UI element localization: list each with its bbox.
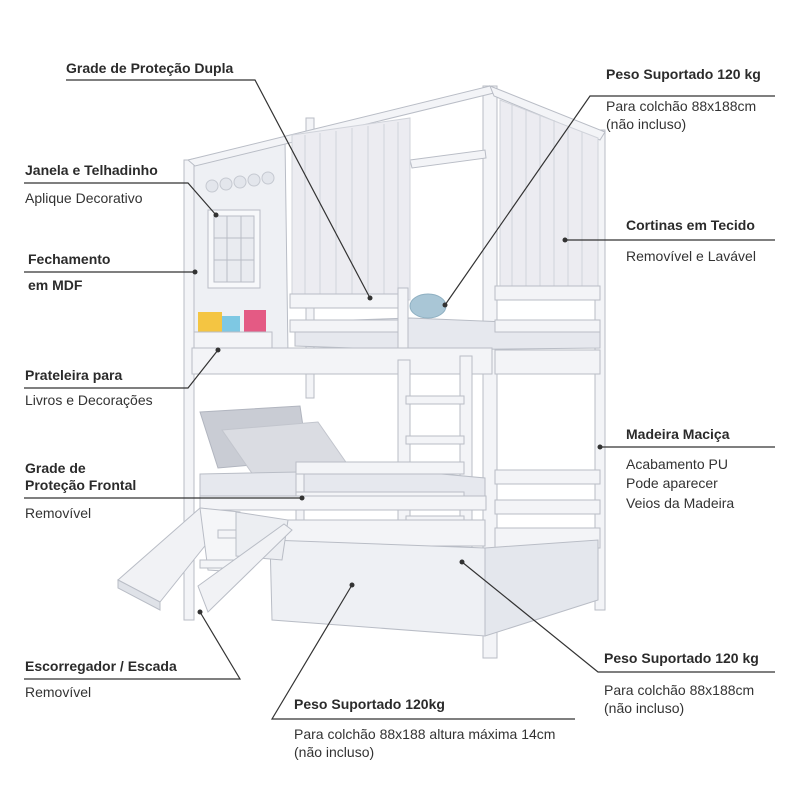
decorative-window [207, 209, 261, 289]
callout-grade-frontal-subtitle: Removível [25, 505, 92, 521]
callout-janela-title: Janela e Telhadinho [25, 162, 158, 178]
callout-janela-subtitle: Aplique Decorativo [25, 190, 143, 206]
leader-peso-baixo [461, 561, 775, 673]
callout-madeira-title: Madeira Maciça [626, 426, 730, 442]
callout-peso-topo-line2: (não incluso) [606, 116, 687, 132]
callout-madeira-line2: Pode aparecer [626, 475, 718, 491]
callout-cortinas-title: Cortinas em Tecido [626, 217, 755, 233]
callout-madeira-line3: Veios da Madeira [626, 495, 735, 511]
leader-peso-auxiliar [270, 584, 575, 720]
curtain-right [499, 99, 599, 299]
callout-grade-frontal-title2: Proteção Frontal [25, 477, 137, 493]
callout-peso-baixo-title: Peso Suportado 120 kg [604, 650, 759, 666]
callout-peso-baixo-line1: Para colchão 88x188cm [604, 682, 755, 698]
callout-peso-topo-title: Peso Suportado 120 kg [606, 66, 761, 82]
callout-escorregador-subtitle: Removível [25, 684, 92, 700]
callout-grade-dupla-title: Grade de Proteção Dupla [66, 60, 234, 76]
callout-fechamento-title1: Fechamento [28, 251, 111, 267]
leader-grade-dupla [66, 79, 371, 299]
callout-escorregador-title: Escorregador / Escada [25, 658, 177, 674]
callout-fechamento-title2: em MDF [28, 277, 83, 293]
upper-guard-rail [191, 285, 601, 379]
leader-peso-topo [444, 95, 775, 306]
callout-grade-frontal-title1: Grade de [25, 460, 86, 476]
callout-peso-auxiliar-line2: (não incluso) [294, 744, 375, 760]
leader-prateleira [24, 349, 219, 389]
callout-peso-auxiliar-line1: Para colchão 88x188 altura máxima 14cm [294, 726, 556, 742]
curtain-left [291, 117, 411, 301]
callout-cortinas-subtitle: Removível e Lavável [626, 248, 756, 264]
callout-peso-baixo-line2: (não incluso) [604, 700, 685, 716]
slide [117, 507, 293, 613]
callout-peso-topo-line1: Para colchão 88x188cm [606, 98, 757, 114]
callout-peso-auxiliar-title: Peso Suportado 120kg [294, 696, 445, 712]
roof-scallops [205, 171, 275, 193]
leader-escorregador [24, 611, 242, 680]
callout-prateleira-title: Prateleira para [25, 367, 123, 383]
callout-madeira-line1: Acabamento PU [626, 456, 728, 472]
leader-janela [24, 182, 217, 216]
callout-prateleira-subtitle: Livros e Decorações [25, 392, 153, 408]
